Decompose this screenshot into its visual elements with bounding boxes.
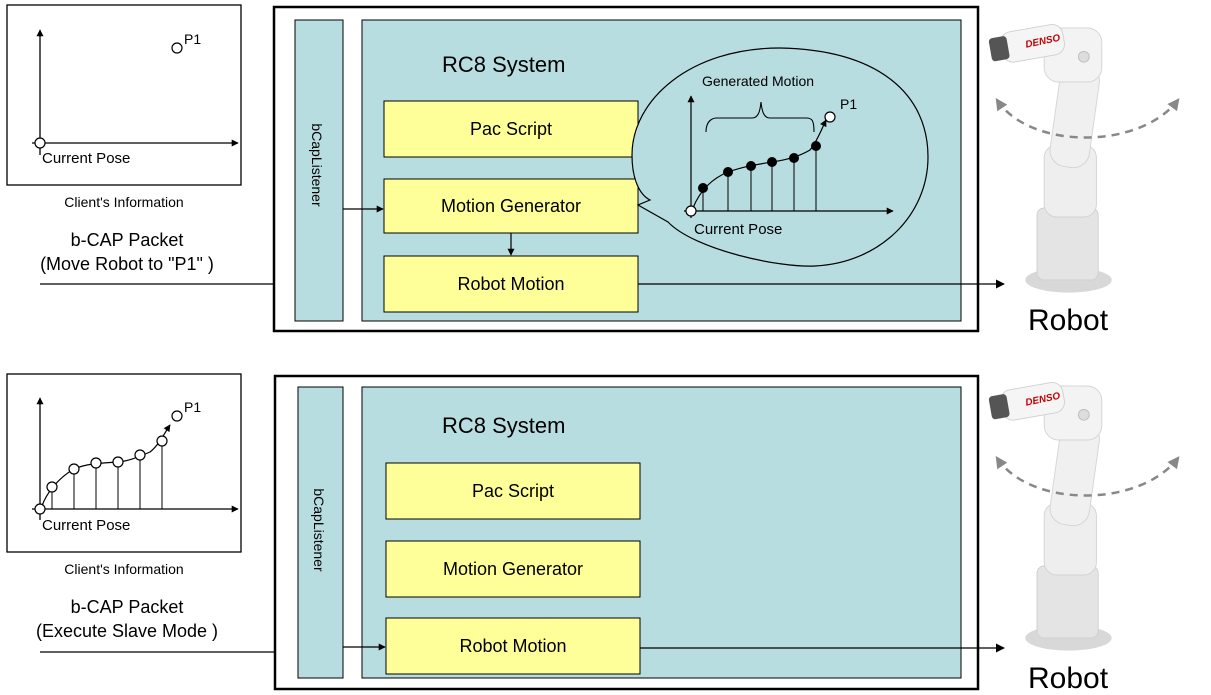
robot-motion-box (383, 255, 639, 313)
motion-brace (705, 101, 815, 133)
packet-title: b-CAP Packet (71, 230, 184, 250)
top-section: P1 Current Pose Client's Information b-C… (6, 4, 1180, 337)
bcaplistener-panel (294, 19, 344, 322)
current-pose-point (34, 137, 46, 149)
robot-arm-illustration-bottom: DENSO (987, 380, 1113, 652)
client-caption: Client's Information (64, 194, 183, 210)
generated-motion-title: Generated Motion (702, 73, 814, 89)
target-point (171, 42, 183, 54)
bubble-sample-lines (702, 146, 817, 211)
bubble-sample-points (698, 141, 821, 193)
client-caption-bottom: Client's Information (64, 561, 183, 577)
rc8-system-title: RC8 System (442, 52, 565, 77)
bcaplistener-panel-bottom (297, 386, 344, 679)
packet-command-bottom: (Execute Slave Mode ) (36, 621, 218, 641)
robot-label: Robot (1028, 304, 1109, 337)
robot-motion-box-bottom (385, 617, 641, 675)
robot-motion-label: Robot Motion (457, 274, 564, 294)
robot-arm-illustration: DENSO (987, 22, 1113, 294)
robot-swing-arrow-bottom (995, 455, 1180, 497)
client-graph-box (6, 4, 242, 186)
pac-script-label: Pac Script (470, 119, 552, 139)
bcaplistener-label: bCapListener (309, 123, 325, 207)
robot-motion-label-bottom: Robot Motion (459, 636, 566, 656)
bubble-origin-label: Current Pose (694, 221, 782, 238)
bcaplistener-label-bottom: bCapListener (311, 488, 327, 572)
packet-title-bottom: b-CAP Packet (71, 597, 184, 617)
target-point-label-bottom: P1 (184, 399, 201, 415)
origin-label: Current Pose (42, 150, 130, 167)
rc8-system-title-bottom: RC8 System (442, 413, 565, 438)
motion-generator-label-bottom: Motion Generator (443, 559, 583, 579)
target-point-bottom (171, 410, 183, 422)
pac-script-label-bottom: Pac Script (472, 481, 554, 501)
client-sample-points (46, 435, 168, 493)
pac-script-box (383, 100, 639, 158)
robot-swing-arrow (995, 97, 1180, 139)
bubble-origin-point (685, 205, 697, 217)
origin-label-bottom: Current Pose (42, 517, 130, 534)
robot-label-bottom: Robot (1028, 662, 1109, 695)
bubble-target-point (824, 111, 836, 123)
packet-command: (Move Robot to "P1" ) (40, 254, 214, 274)
pac-script-box-bottom (385, 462, 641, 520)
motion-generator-box-bottom (385, 540, 641, 598)
client-graph-box-bottom (6, 373, 242, 553)
motion-generator-label: Motion Generator (441, 196, 581, 216)
bubble-target-label: P1 (840, 96, 857, 112)
bottom-section: P1 Current Pose Client's Information b-C… (6, 373, 1180, 695)
current-pose-point-bottom (34, 503, 46, 515)
target-point-label: P1 (184, 31, 201, 47)
